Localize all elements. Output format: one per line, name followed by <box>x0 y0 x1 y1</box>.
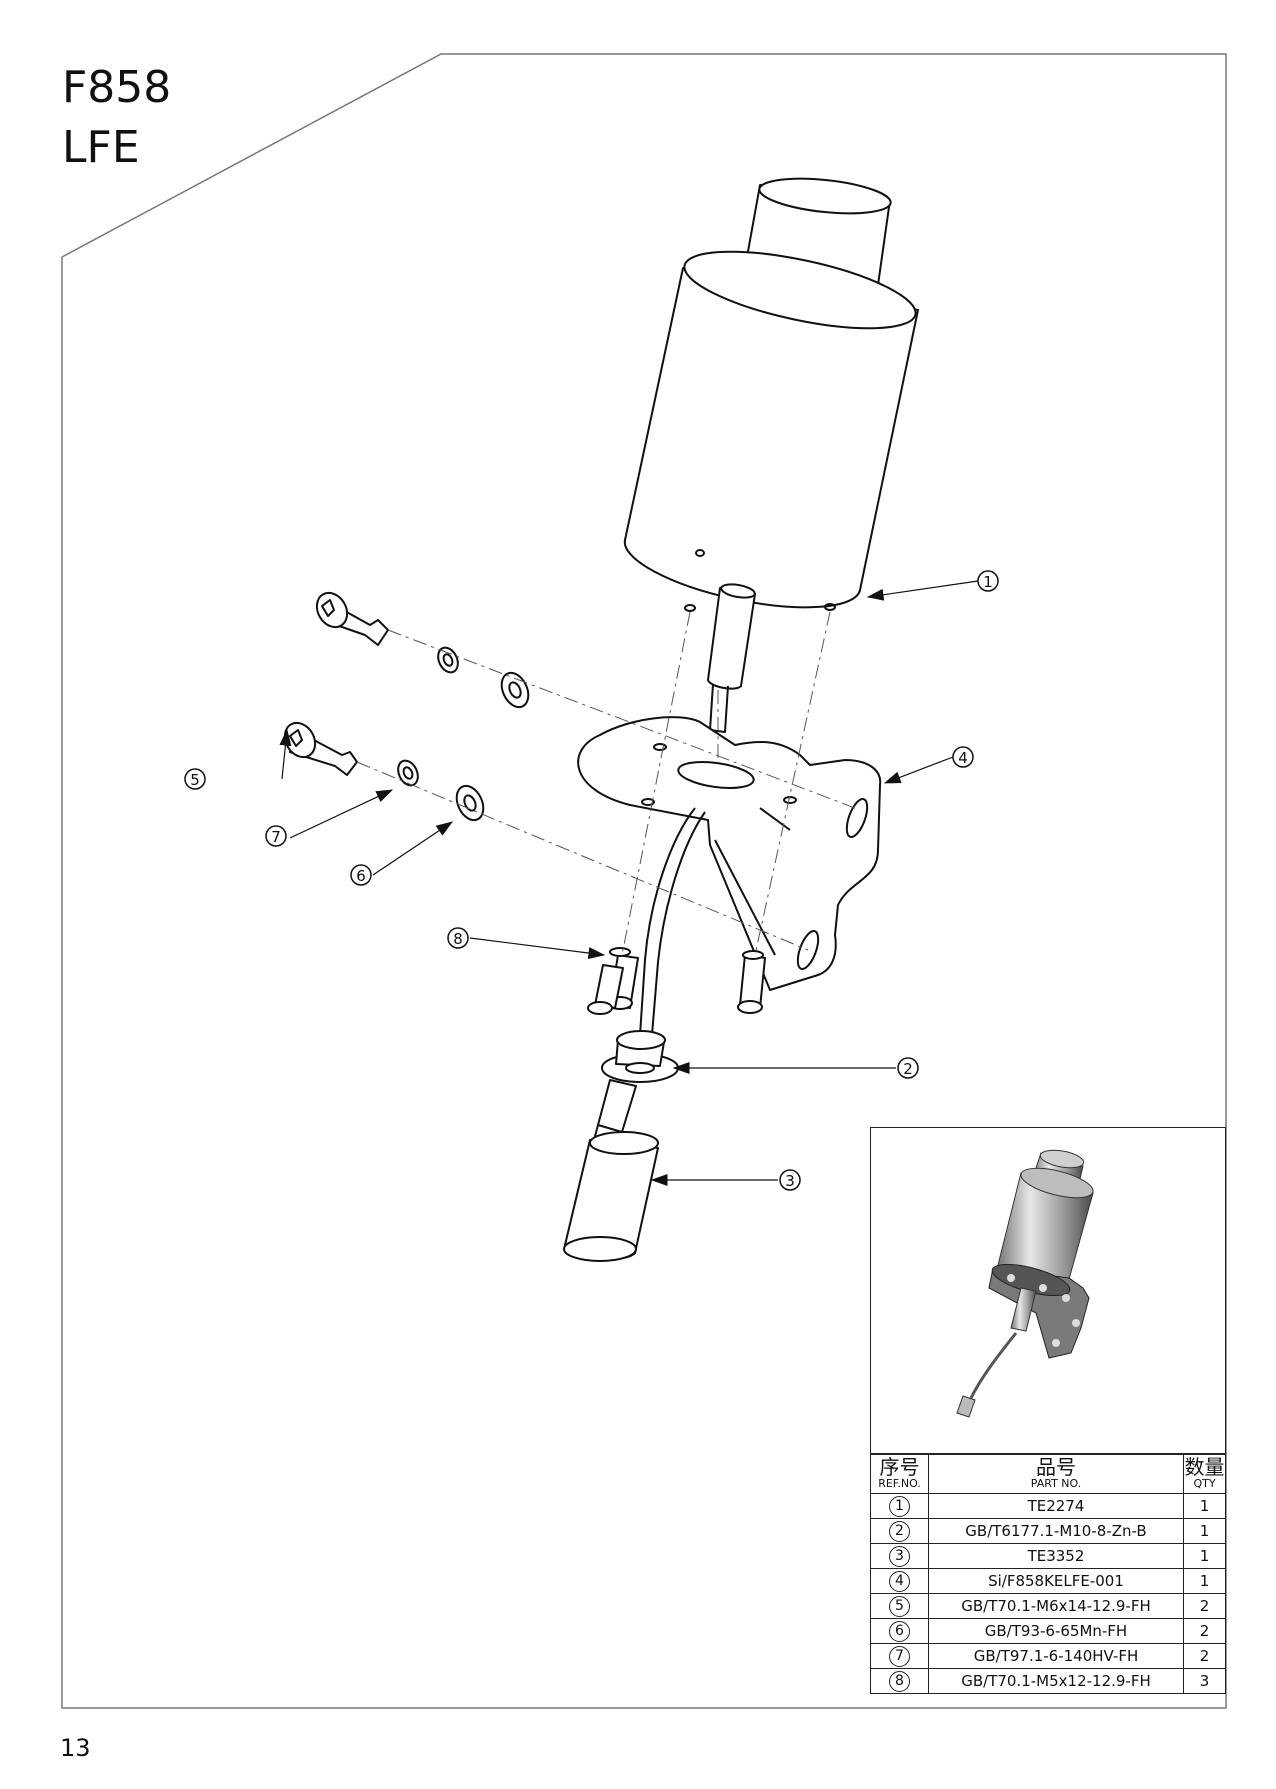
callout-6: 6 <box>350 864 372 886</box>
screw-part-5 <box>283 591 389 776</box>
table-row: 6 GB/T93-6-65Mn-FH 2 <box>870 1618 1226 1644</box>
part-number: GB/T70.1-M6x14-12.9-FH <box>928 1593 1184 1619</box>
motor-part <box>623 177 919 733</box>
flat-washer-part-6 <box>455 671 530 822</box>
svg-text:1: 1 <box>983 573 993 591</box>
svg-text:4: 4 <box>958 749 968 767</box>
ref-number: 1 <box>889 1495 910 1517</box>
quantity: 2 <box>1183 1643 1226 1669</box>
ref-number: 6 <box>889 1620 910 1642</box>
bom-header-ref: 序号 REF.NO. <box>870 1454 929 1494</box>
nut-part <box>601 1030 679 1083</box>
callout-8: 8 <box>447 927 469 949</box>
part-number: TE3352 <box>928 1543 1184 1569</box>
quantity: 1 <box>1183 1568 1226 1594</box>
center-lines <box>356 611 861 956</box>
table-row: 2 GB/T6177.1-M10-8-Zn-B 1 <box>870 1518 1226 1544</box>
part-number: GB/T93-6-65Mn-FH <box>928 1618 1184 1644</box>
ref-number: 4 <box>889 1570 910 1592</box>
svg-text:6: 6 <box>356 867 366 885</box>
bom-header-row: 序号 REF.NO. 品号 PART NO. 数量 QTY <box>870 1454 1226 1494</box>
part-number: Si/F858KELFE-001 <box>928 1568 1184 1594</box>
model-title: F858 <box>62 62 172 113</box>
bom-header-qty: 数量 QTY <box>1183 1454 1226 1494</box>
callouts: 1 4 5 7 6 8 2 3 <box>184 570 999 1191</box>
quantity: 1 <box>1183 1543 1226 1569</box>
ref-number: 7 <box>889 1645 910 1667</box>
callout-1: 1 <box>977 570 999 592</box>
assembled-view <box>870 1127 1226 1454</box>
screw-part-8 <box>587 947 766 1015</box>
svg-text:2: 2 <box>903 1060 913 1078</box>
quantity: 1 <box>1183 1493 1226 1519</box>
svg-text:8: 8 <box>453 930 463 948</box>
page-number: 13 <box>60 1734 91 1762</box>
part-number: GB/T97.1-6-140HV-FH <box>928 1643 1184 1669</box>
part-number: GB/T6177.1-M10-8-Zn-B <box>928 1518 1184 1544</box>
part-number: TE2274 <box>928 1493 1184 1519</box>
leader-lines <box>279 580 979 1186</box>
ref-number: 2 <box>889 1520 910 1542</box>
callout-3: 3 <box>779 1169 801 1191</box>
bom-header-part: 品号 PART NO. <box>928 1454 1184 1494</box>
variant-title: LFE <box>62 122 140 173</box>
ref-number: 8 <box>889 1670 910 1692</box>
callout-5: 5 <box>184 768 206 790</box>
callout-2: 2 <box>897 1057 919 1079</box>
table-row: 3 TE3352 1 <box>870 1543 1226 1569</box>
svg-text:7: 7 <box>271 828 281 846</box>
quantity: 2 <box>1183 1593 1226 1619</box>
svg-text:3: 3 <box>785 1172 795 1190</box>
quantity: 3 <box>1183 1668 1226 1694</box>
svg-text:5: 5 <box>190 771 200 789</box>
bom-table: 序号 REF.NO. 品号 PART NO. 数量 QTY 1 TE2274 1… <box>870 1454 1226 1694</box>
ref-number: 5 <box>889 1595 910 1617</box>
table-row: 7 GB/T97.1-6-140HV-FH 2 <box>870 1643 1226 1669</box>
ref-number: 3 <box>889 1545 910 1567</box>
bracket-part <box>577 716 882 991</box>
quantity: 2 <box>1183 1618 1226 1644</box>
callout-7: 7 <box>265 825 287 847</box>
cable <box>639 807 706 1036</box>
lock-washer-part-7 <box>397 646 459 787</box>
assembled-illustration <box>956 1149 1094 1418</box>
table-row: 1 TE2274 1 <box>870 1493 1226 1519</box>
callout-4: 4 <box>952 746 974 768</box>
table-row: 4 Si/F858KELFE-001 1 <box>870 1568 1226 1594</box>
table-row: 8 GB/T70.1-M5x12-12.9-FH 3 <box>870 1668 1226 1694</box>
part-number: GB/T70.1-M5x12-12.9-FH <box>928 1668 1184 1694</box>
quantity: 1 <box>1183 1518 1226 1544</box>
sleeve-part <box>563 1131 659 1262</box>
table-row: 5 GB/T70.1-M6x14-12.9-FH 2 <box>870 1593 1226 1619</box>
